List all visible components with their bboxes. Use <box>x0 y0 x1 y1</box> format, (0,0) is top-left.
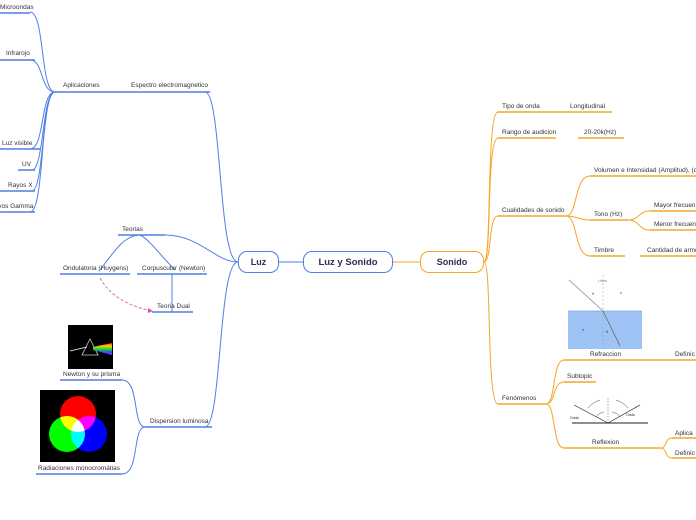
ondulatoria-topic[interactable]: Ondulatoria (Huygens) <box>63 265 129 272</box>
rayos-x-topic[interactable]: Rayos X <box>8 182 33 189</box>
luz-visible-topic[interactable]: Luz visible <box>2 140 33 147</box>
luz-label: Luz <box>250 257 267 267</box>
timbre-topic[interactable]: Timbre <box>594 247 614 254</box>
espectro-topic[interactable]: Espectro electromagnetico <box>131 82 208 89</box>
refraccion-topic[interactable]: Refraccion <box>590 351 622 358</box>
cualidades-topic[interactable]: Cualidades de sonido <box>502 207 565 214</box>
svg-text:n: n <box>582 327 584 332</box>
longitudinal-topic[interactable]: Longitudinal <box>570 103 606 110</box>
infrarojo-topic[interactable]: Infrarojo <box>6 50 30 57</box>
mayor-frecuencia-topic[interactable]: Mayor frecuen <box>654 202 696 209</box>
dispersion-topic[interactable]: Dispersion luminosa <box>150 418 209 425</box>
tono-topic[interactable]: Tono (Hz) <box>594 211 623 218</box>
sonido-label: Sonido <box>436 257 468 267</box>
fenomenos-topic[interactable]: Fenómenos <box>502 395 537 402</box>
rango-topic[interactable]: Rango de audicion <box>502 129 557 136</box>
svg-text:θ: θ <box>606 329 609 334</box>
cantidad-armonicos-topic[interactable]: Cantidad de armo <box>647 247 696 254</box>
radiaciones-topic[interactable]: Radiaciones monocromátias <box>38 465 121 472</box>
central-topic[interactable]: Luz y Sonido <box>303 251 393 273</box>
central-topic-label: Luz y Sonido <box>318 256 378 268</box>
svg-text:Onda: Onda <box>626 413 635 417</box>
connector-luz-espectro <box>204 91 239 263</box>
rayos-gamma-topic[interactable]: Rayos Gamma <box>0 203 34 210</box>
svg-text:θ: θ <box>592 291 595 296</box>
uv-topic[interactable]: UV <box>22 161 32 168</box>
teorias-topic[interactable]: Teorias <box>122 226 143 233</box>
dashed-relation <box>99 277 153 312</box>
newton-prism-image <box>68 325 113 369</box>
svg-text:Línea: Línea <box>598 279 607 283</box>
definicion2-topic[interactable]: Definic <box>675 450 695 457</box>
refraction-diagram-image: Línea n θ n θ <box>568 275 642 349</box>
reflexion-topic[interactable]: Reflexion <box>592 439 620 446</box>
rango-value-topic[interactable]: 20-20k(Hz) <box>584 129 617 136</box>
definicion-topic[interactable]: Definic <box>675 351 695 358</box>
corpuscular-topic[interactable]: Corpuscular (Newton) <box>142 265 206 272</box>
luz-node[interactable]: Luz <box>238 251 279 273</box>
reflection-diagram-image: Onda Onda <box>570 398 648 424</box>
subtopic-topic[interactable]: Subtopic <box>567 373 593 380</box>
rgb-circles-image <box>40 390 115 462</box>
newton-prism-topic[interactable]: Newton y su prisma <box>63 371 121 378</box>
svg-text:Onda: Onda <box>570 416 579 420</box>
sonido-node[interactable]: Sonido <box>420 251 484 273</box>
menor-frecuencia-topic[interactable]: Menor frecuen <box>654 221 696 228</box>
svg-text:n: n <box>620 290 622 295</box>
tipo-onda-topic[interactable]: Tipo de onda <box>502 103 540 110</box>
volumen-topic[interactable]: Volumen e Intensidad (Amplitud), (d <box>594 167 696 174</box>
microondas-topic[interactable]: Microondas <box>0 4 34 11</box>
aplicaciones-topic[interactable]: Aplicaciones <box>63 82 100 89</box>
teoria-dual-topic[interactable]: Teoria Dual <box>157 303 190 310</box>
aplicacion-topic[interactable]: Aplica <box>675 430 693 437</box>
